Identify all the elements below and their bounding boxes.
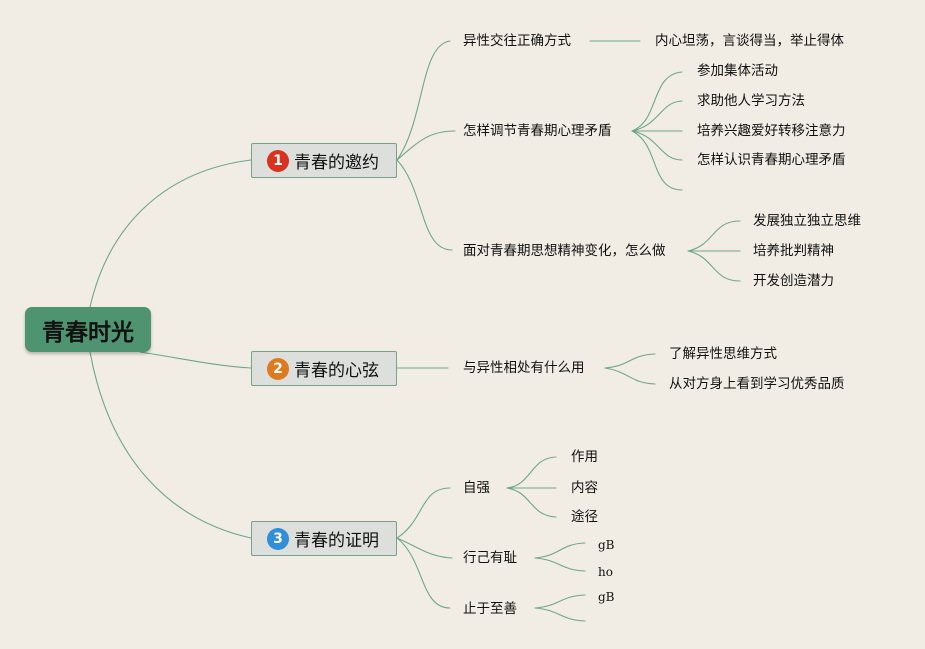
branch-label-2: 青春的心弦 xyxy=(294,361,379,381)
root-node[interactable]: 青春时光 xyxy=(25,307,151,352)
leaf-1-3-3[interactable]: 开发创造潜力 xyxy=(753,273,834,289)
number-badge-2: 2 xyxy=(267,357,289,380)
leaf-2-1-2[interactable]: 从对方身上看到学习优秀品质 xyxy=(669,376,845,392)
branch-node-1[interactable]: 1 青春的邀约 xyxy=(251,143,397,178)
leaf-3-3-1[interactable]: gB xyxy=(598,590,615,604)
topic-3-1[interactable]: 自强 xyxy=(463,480,490,496)
branch-label-1: 青春的邀约 xyxy=(294,153,379,173)
leaf-1-1-1[interactable]: 内心坦荡，言谈得当，举止得体 xyxy=(655,33,844,49)
branch-label-3: 青春的证明 xyxy=(294,531,379,551)
leaf-3-1-3[interactable]: 途径 xyxy=(571,509,598,525)
branch-node-2[interactable]: 2 青春的心弦 xyxy=(251,351,397,386)
topic-1-3[interactable]: 面对青春期思想精神变化，怎么做 xyxy=(463,243,666,259)
topic-3-2[interactable]: 行己有耻 xyxy=(463,550,517,566)
topic-2-1[interactable]: 与异性相处有什么用 xyxy=(463,360,585,376)
leaf-1-2-4[interactable]: 怎样认识青春期心理矛盾 xyxy=(697,152,846,168)
leaf-1-2-3[interactable]: 培养兴趣爱好转移注意力 xyxy=(697,123,846,139)
number-badge-3: 3 xyxy=(267,527,289,550)
leaf-1-3-1[interactable]: 发展独立独立思维 xyxy=(753,213,861,229)
leaf-2-1-1[interactable]: 了解异性思维方式 xyxy=(669,346,777,362)
leaf-3-1-2[interactable]: 内容 xyxy=(571,480,598,496)
leaf-1-2-2[interactable]: 求助他人学习方法 xyxy=(697,93,805,109)
topic-3-3[interactable]: 止于至善 xyxy=(463,601,517,617)
leaf-3-2-1[interactable]: gB xyxy=(598,538,615,552)
leaf-3-2-2[interactable]: ho xyxy=(598,565,613,579)
root-label: 青春时光 xyxy=(42,319,134,346)
leaf-3-1-1[interactable]: 作用 xyxy=(571,449,598,465)
leaf-1-3-2[interactable]: 培养批判精神 xyxy=(753,243,834,259)
topic-1-1[interactable]: 异性交往正确方式 xyxy=(463,33,571,49)
number-badge-1: 1 xyxy=(267,149,289,172)
branch-node-3[interactable]: 3 青春的证明 xyxy=(251,521,397,556)
leaf-1-2-1[interactable]: 参加集体活动 xyxy=(697,63,778,79)
topic-1-2[interactable]: 怎样调节青春期心理矛盾 xyxy=(463,123,612,139)
